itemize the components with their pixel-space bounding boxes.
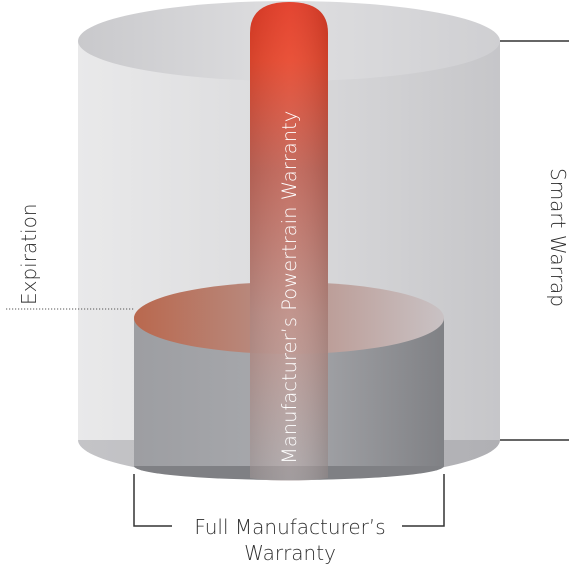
expiration-label: Expiration — [17, 203, 41, 305]
powertrain-pillar-shade — [250, 2, 328, 481]
powertrain-pillar — [250, 2, 328, 481]
full-warranty-label-line2: Warranty — [244, 541, 336, 565]
bottom-bracket — [133, 474, 445, 527]
right-bracket — [500, 40, 569, 441]
powertrain-label: Manufacturer’s Powertrain Warranty — [278, 111, 301, 464]
full-warranty-label-line1: Full Manufacturer’s — [194, 515, 385, 539]
right-partial-label: Smart Warrap — [546, 168, 569, 307]
